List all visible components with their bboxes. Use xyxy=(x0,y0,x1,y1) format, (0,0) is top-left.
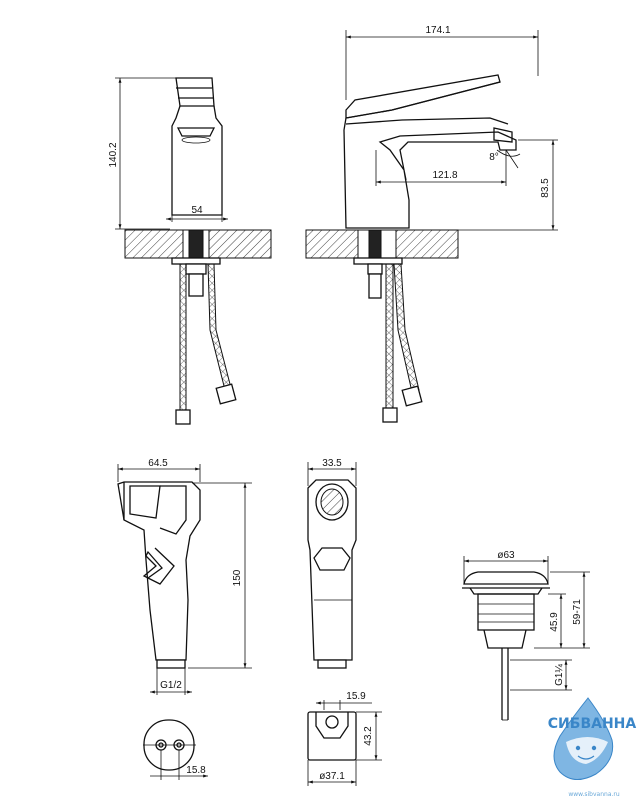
brand-logo: СИБВАННА www.sibvanna.ru xyxy=(548,697,637,798)
hand-shower-front-view: 33.5 xyxy=(307,458,357,669)
spout-reach-label: 121.8 xyxy=(432,170,457,181)
holder-side-view: 15.9 43.2 ø37.1 xyxy=(307,691,382,786)
holder-diameter-label: ø37.1 xyxy=(319,771,345,782)
drain-view: ø63 45.9 59-71 G1¼ xyxy=(462,550,590,721)
drain-height-label: 45.9 xyxy=(549,612,560,632)
faucet-height-label: 140.2 xyxy=(108,142,119,167)
drain-range-label: 59-71 xyxy=(572,599,583,625)
holder-spacing-label: 15.8 xyxy=(186,765,206,776)
angle-label: 8° xyxy=(489,152,499,163)
spout-height-label: 83.5 xyxy=(540,178,551,198)
holder-top-view: 15.8 xyxy=(143,719,208,780)
faucet-base-label: 54 xyxy=(191,205,203,216)
shower-thread-label: G1/2 xyxy=(160,680,182,691)
drain-diameter-label: ø63 xyxy=(497,550,515,561)
drain-thread-label: G1¼ xyxy=(553,664,565,686)
shower-width-label: 64.5 xyxy=(148,458,168,469)
logo-name: СИБВАННА xyxy=(548,716,637,732)
shower-depth-label: 33.5 xyxy=(322,458,342,469)
logo-url: www.sibvanna.ru xyxy=(568,791,620,798)
faucet-side-view: 174.1 121.8 8° 83.5 xyxy=(305,25,558,423)
shower-length-label: 150 xyxy=(232,569,243,586)
holder-height-label: 43.2 xyxy=(363,726,374,746)
holder-thickness-label: 15.9 xyxy=(346,691,366,702)
faucet-width-label: 174.1 xyxy=(425,25,450,36)
faucet-front-view: 140.2 54 xyxy=(108,77,272,425)
hand-shower-side-view: 64.5 150 G1/2 xyxy=(117,458,252,695)
